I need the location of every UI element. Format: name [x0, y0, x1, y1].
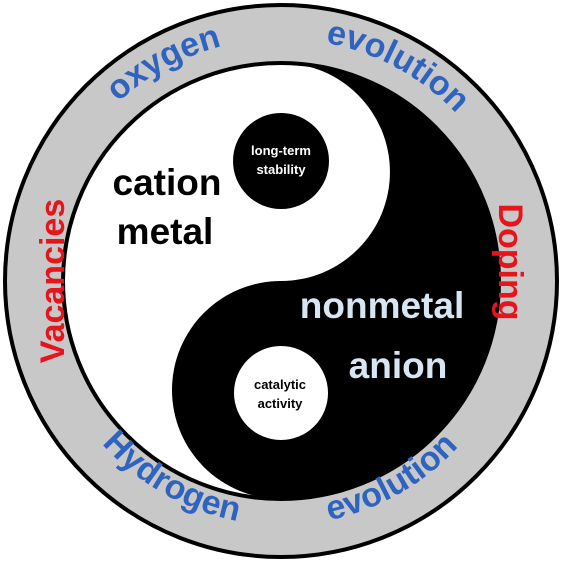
long-term-label: long-term	[251, 143, 311, 158]
activity-label: activity	[258, 396, 304, 411]
catalytic-label: catalytic	[254, 377, 306, 392]
long-term-stability-dot	[233, 113, 329, 209]
anion-label: anion	[349, 345, 448, 386]
cation-label: cation	[113, 162, 222, 203]
ring-label-vacancies: Vacancies	[34, 199, 72, 363]
stability-label: stability	[256, 162, 306, 177]
metal-label: metal	[117, 211, 214, 252]
nonmetal-label: nonmetal	[300, 285, 464, 326]
catalytic-activity-dot	[234, 346, 328, 440]
ring-label-doping: Doping	[491, 203, 529, 320]
